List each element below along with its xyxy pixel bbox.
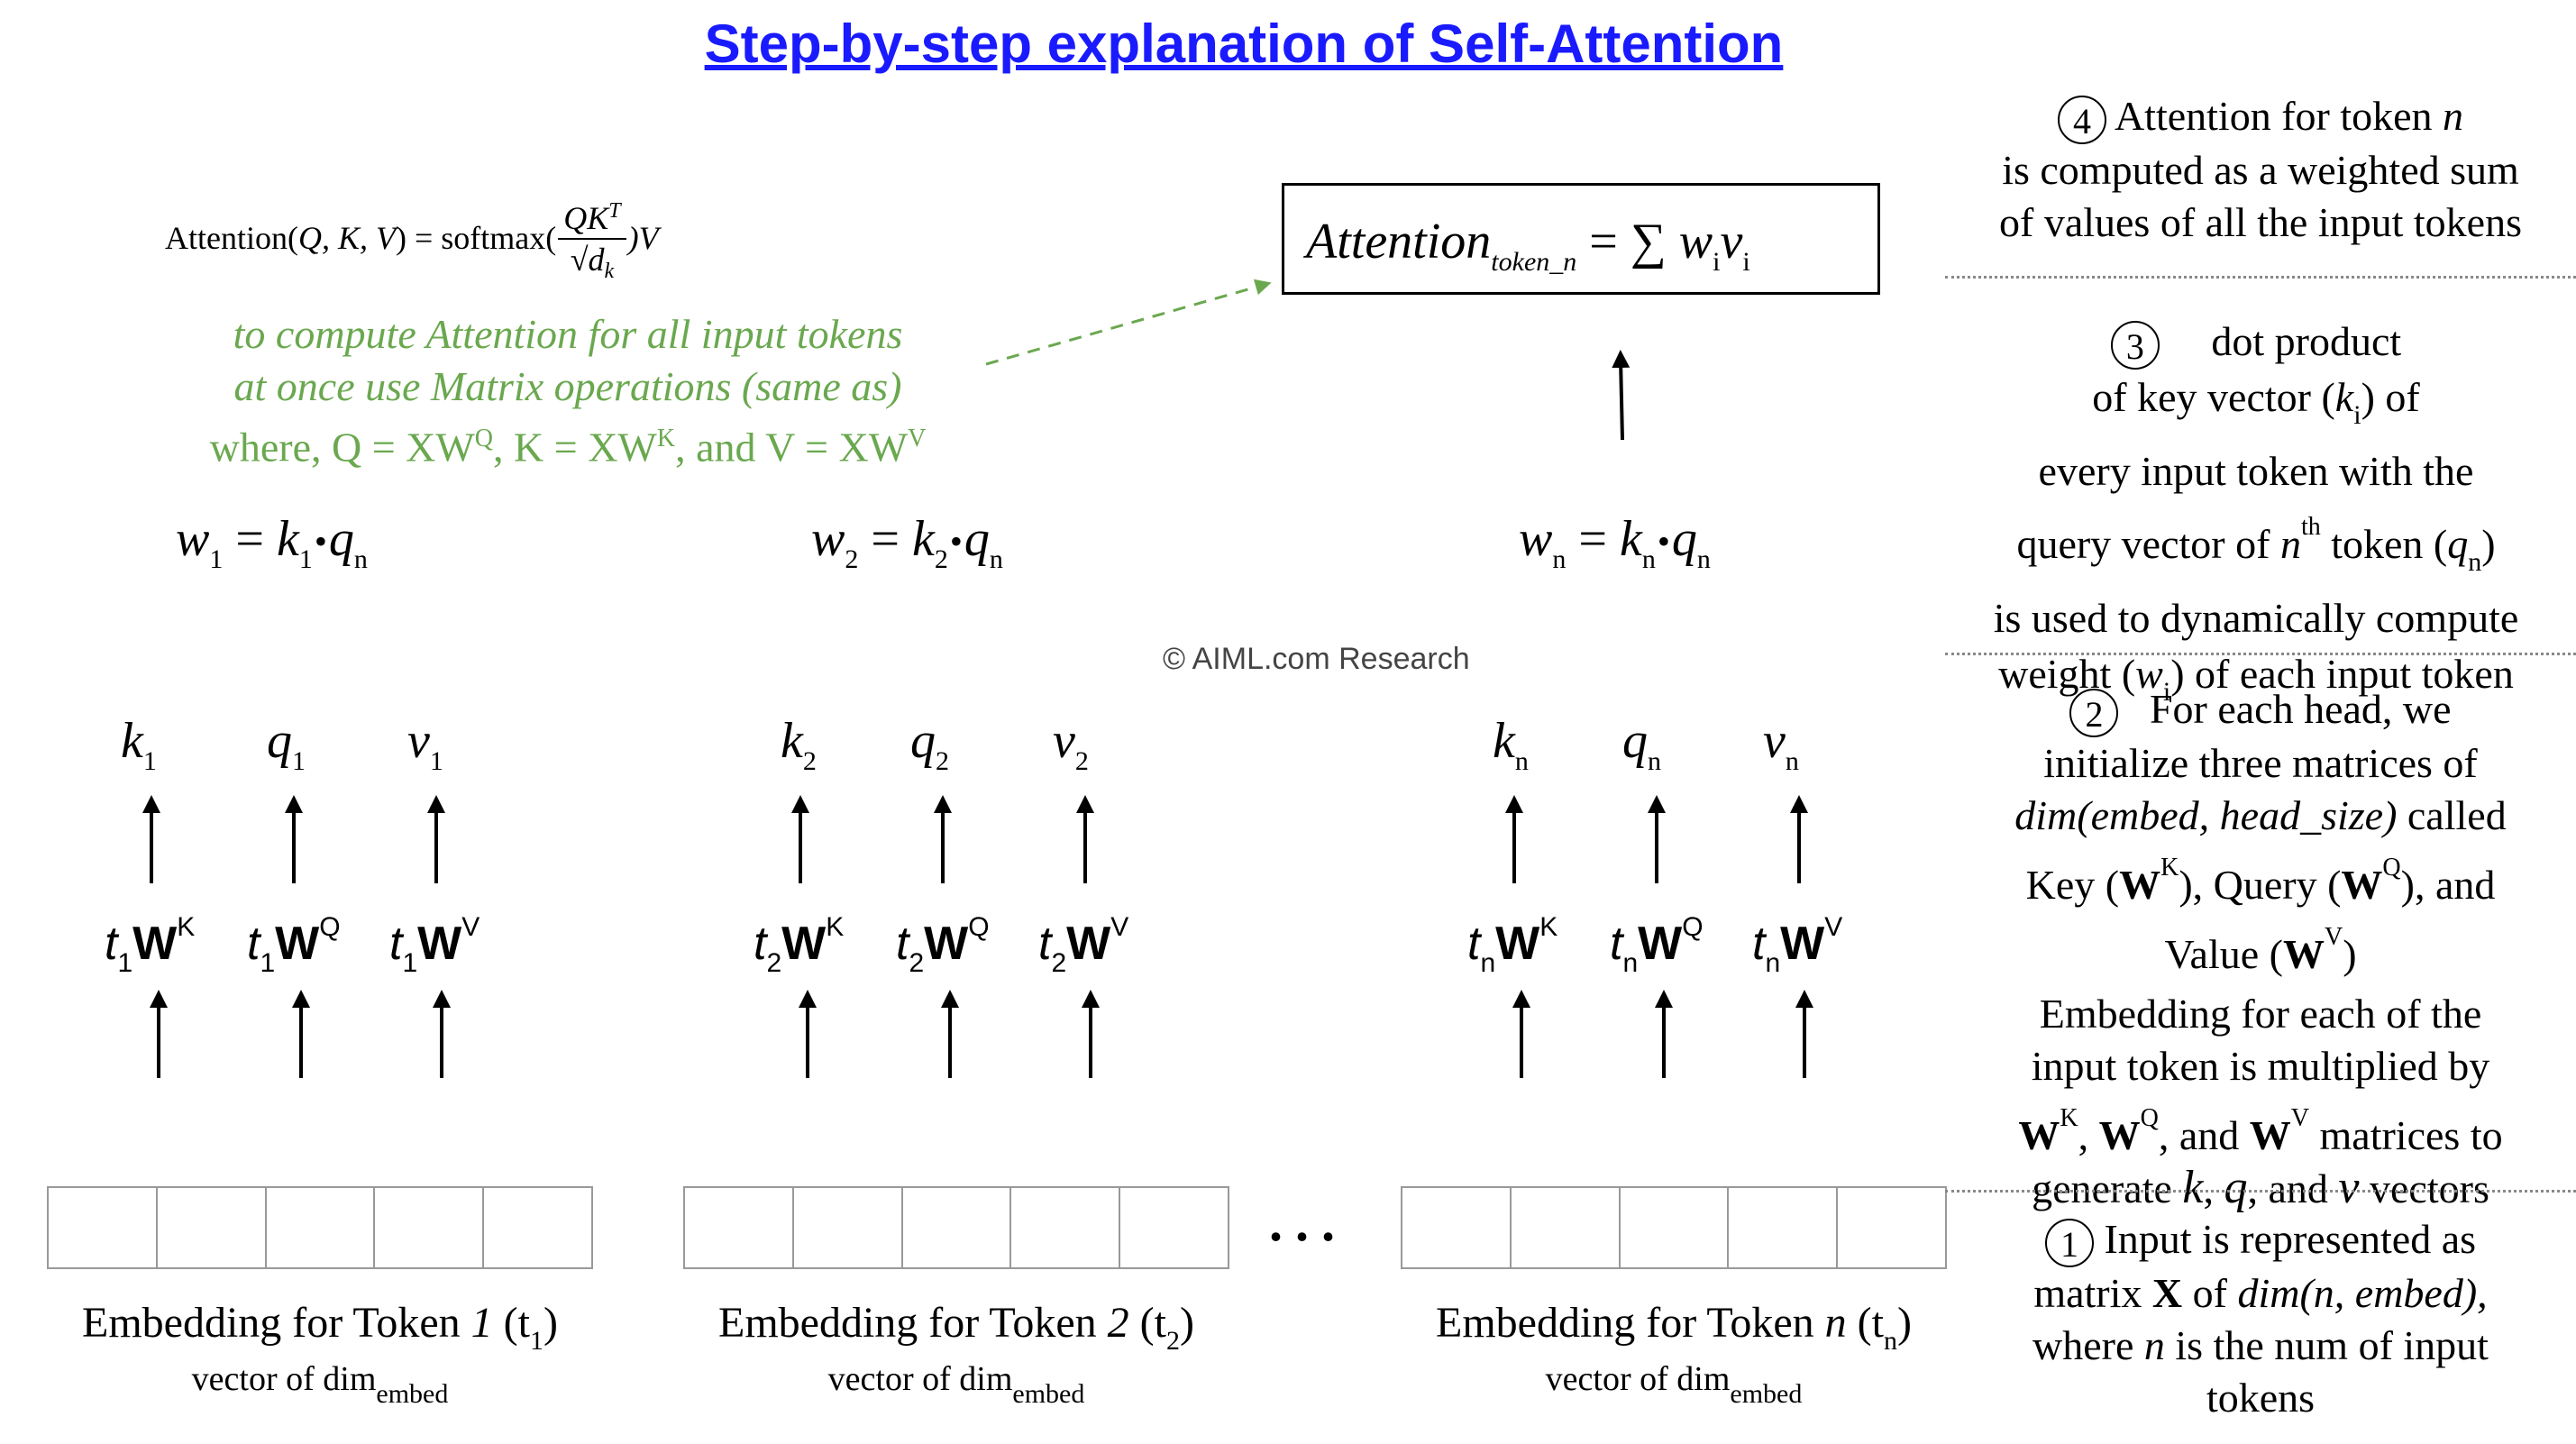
t1-wk: t1WK	[105, 912, 196, 978]
weight-equation-n: wn = kn•qn	[1519, 511, 1711, 574]
divider	[1945, 653, 2576, 655]
embedding-row-token-2	[683, 1186, 1229, 1269]
weight-equation-1: w1 = k1•qn	[176, 511, 368, 574]
page-title: Step-by-step explanation of Self-Attenti…	[704, 14, 1784, 74]
t1-wv: t1WV	[389, 912, 480, 978]
divider	[1945, 1190, 2576, 1193]
t2-wk: t2WK	[754, 912, 845, 978]
green-dashed-arrow	[985, 279, 1272, 366]
vector-dim-label-2: vector of dimembed	[827, 1360, 1085, 1409]
tn-wk: tnWK	[1467, 912, 1558, 978]
step-2-panel: 2 For each head, we initialize three mat…	[2014, 686, 2507, 1214]
vector-dim-label-1: vector of dimembed	[191, 1360, 449, 1409]
value-vector-2: v2	[1053, 713, 1089, 776]
copyright-notice: © AIML.com Research	[1163, 642, 1470, 676]
embedding-label-2: Embedding for Token 2 (t2)	[718, 1299, 1194, 1356]
upper-arrows	[142, 795, 1808, 883]
arrow-to-attention	[1612, 350, 1631, 441]
vector-dim-label-n: vector of dimembed	[1545, 1360, 1803, 1409]
weight-equation-2: w2 = k2•qn	[811, 511, 1003, 574]
step-3-panel: 3 dot product of key vector (ki) of ever…	[1993, 318, 2519, 708]
step-1-panel: 1 Input is represented as matrix X of di…	[2032, 1216, 2489, 1421]
t2-wq: t2WQ	[896, 912, 990, 978]
query-vector-2: q2	[910, 713, 949, 776]
step-4-panel: 4 Attention for token n is computed as a…	[1999, 93, 2522, 246]
t1-wq: t1WQ	[247, 912, 341, 978]
value-vector-n: vn	[1763, 713, 1799, 776]
step-1-number: 1	[2044, 1219, 2094, 1268]
embedding-row-token-1	[47, 1186, 593, 1269]
ellipsis: ...	[1269, 1193, 1347, 1252]
query-vector-1: q1	[267, 713, 306, 776]
matrix-operations-note: to compute Attention for all input token…	[209, 311, 927, 471]
attention-token-n-box: Attentiontoken_n = ∑ wivi	[1282, 183, 1880, 295]
embedding-row-token-n	[1401, 1186, 1947, 1269]
divider	[1945, 276, 2576, 279]
step-2-number: 2	[2069, 689, 2119, 738]
key-vector-n: kn	[1493, 713, 1529, 776]
lower-arrows	[150, 990, 1813, 1078]
step-3-number: 3	[2110, 321, 2160, 370]
query-vector-n: qn	[1622, 713, 1661, 776]
key-vector-2: k2	[781, 713, 817, 776]
step-4-number: 4	[2057, 96, 2106, 145]
embedding-label-n: Embedding for Token n (tn)	[1436, 1299, 1912, 1356]
t2-wv: t2WV	[1038, 912, 1129, 978]
key-vector-1: k1	[121, 713, 157, 776]
embedding-label-1: Embedding for Token 1 (t1)	[82, 1299, 558, 1356]
value-vector-1: v1	[407, 713, 443, 776]
softmax-formula: Attention(Q, K, V) = softmax(QKT√dk)V	[165, 191, 659, 291]
tn-wq: tnWQ	[1610, 912, 1704, 978]
tn-wv: tnWV	[1752, 912, 1843, 978]
